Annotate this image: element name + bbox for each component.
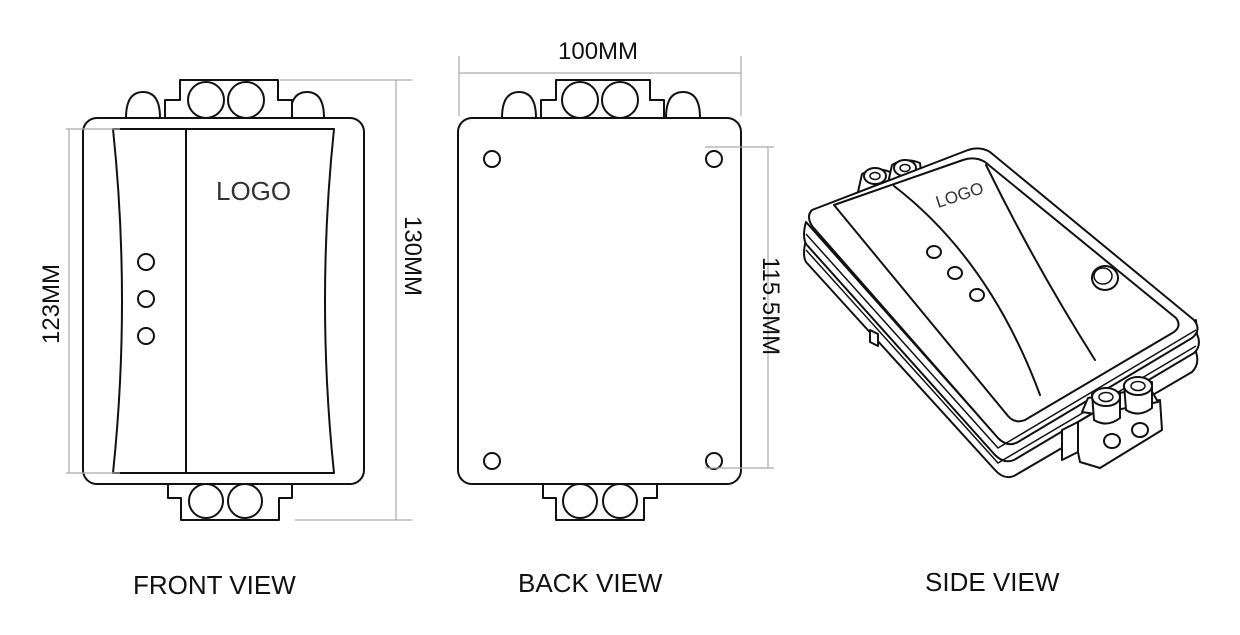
- back-mount-hole-bl: [483, 452, 501, 470]
- side-view: LOGO: [803, 147, 1200, 479]
- side-view-label: SIDE VIEW: [925, 567, 1060, 597]
- front-cover-panel: [112, 128, 335, 474]
- back-housing: [457, 117, 742, 485]
- back-mount-hole-tl: [483, 150, 501, 168]
- side-led-1: [926, 245, 942, 259]
- front-view-label: FRONT VIEW: [133, 570, 296, 600]
- dim-front-height-total: 130MM: [399, 215, 426, 297]
- back-mount-hole-tr: [705, 150, 723, 168]
- front-view: LOGO: [66, 79, 412, 521]
- back-view: [457, 56, 774, 521]
- front-top-terminal: [125, 79, 325, 119]
- back-bottom-terminal: [542, 482, 658, 521]
- side-button: [1091, 265, 1119, 291]
- side-led-3: [969, 288, 985, 302]
- front-housing: [82, 117, 365, 485]
- side-switch: [869, 329, 879, 347]
- front-bottom-terminal: [167, 482, 293, 521]
- front-led-2: [137, 290, 155, 308]
- side-front-terminal: [1061, 376, 1163, 469]
- side-led-2: [947, 266, 963, 280]
- side-top-panel: [833, 157, 1180, 423]
- side-housing-top: [808, 147, 1199, 446]
- back-mount-hole-br: [705, 452, 723, 470]
- back-view-label: BACK VIEW: [518, 568, 663, 598]
- dim-back-hole-spacing: 115.5MM: [757, 256, 784, 356]
- front-led-1: [137, 253, 155, 271]
- dim-front-height-inner: 123MM: [38, 263, 65, 345]
- dim-back-width: 100MM: [558, 38, 639, 65]
- back-top-terminal: [501, 79, 701, 119]
- front-led-3: [137, 327, 155, 345]
- front-logo: LOGO: [216, 176, 291, 206]
